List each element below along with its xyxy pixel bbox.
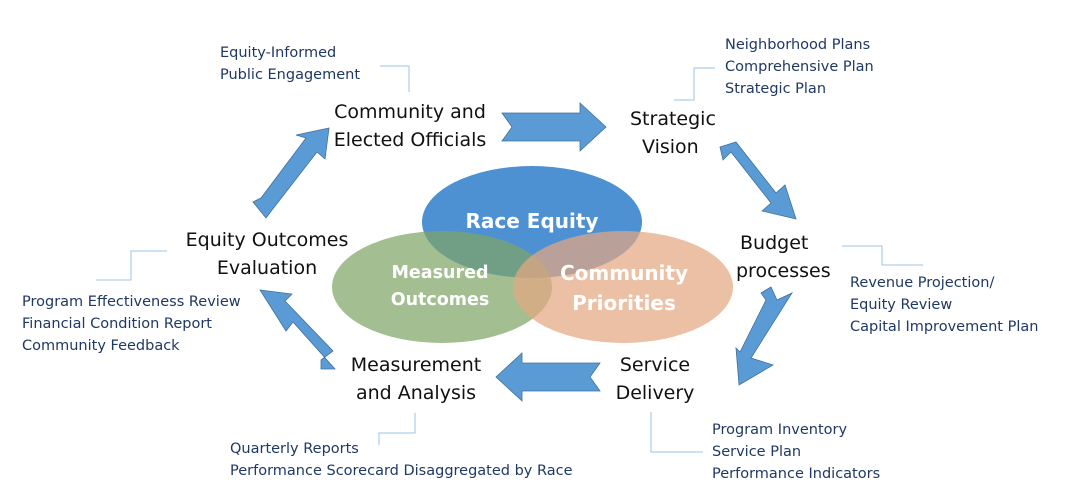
stage-line: Budget	[740, 232, 809, 254]
note-item: Community Feedback	[22, 338, 180, 354]
arrow-up-right-icon	[252, 127, 330, 219]
stage-line: Measurement	[350, 354, 482, 376]
connector-measurement	[378, 413, 416, 445]
note-item: Public Engagement	[220, 67, 361, 83]
arrow-left-icon	[495, 352, 601, 402]
connector-strategic	[674, 67, 715, 101]
note-measurement: Quarterly Reports Performance Scorecard …	[230, 438, 573, 482]
stage-community-and-elected-officials: Community and Elected Officials	[320, 98, 500, 154]
stage-line: Strategic	[630, 108, 716, 130]
note-item: Capital Improvement Plan	[850, 319, 1039, 335]
note-item: Equity Review	[850, 297, 953, 313]
note-item: Program Effectiveness Review	[22, 294, 241, 310]
community-priorities-label: Community Priorities	[544, 258, 704, 318]
community-priorities-line-2: Priorities	[572, 291, 676, 315]
stage-line: and Analysis	[355, 382, 477, 404]
measured-outcomes-label: Measured Outcomes	[368, 260, 512, 314]
stage-equity-outcomes-evaluation: Equity Outcomes Evaluation	[172, 226, 362, 282]
note-item: Financial Condition Report	[22, 316, 212, 332]
stage-line: Delivery	[615, 382, 695, 404]
note-service: Program Inventory Service Plan Performan…	[712, 419, 880, 485]
note-evaluation: Program Effectiveness Review Financial C…	[22, 291, 241, 357]
connector-budget	[842, 245, 923, 266]
note-item: Performance Indicators	[712, 466, 881, 482]
venn-diagram	[332, 166, 733, 343]
stage-line: processes	[736, 260, 831, 282]
note-item: Comprehensive Plan	[725, 59, 874, 75]
measured-outcomes-line-2: Outcomes	[390, 290, 490, 310]
note-item: Quarterly Reports	[230, 441, 359, 457]
arrow-down-left-icon	[735, 286, 794, 386]
note-item: Performance Scorecard Disaggregated by R…	[230, 463, 573, 479]
measured-outcomes-line-1: Measured	[391, 263, 489, 283]
note-item: Neighborhood Plans	[725, 37, 871, 53]
arrow-right-icon	[501, 102, 607, 152]
connector-service	[650, 412, 703, 453]
stage-line: Equity Outcomes	[185, 229, 349, 251]
stage-line: Vision	[642, 136, 699, 158]
note-item: Strategic Plan	[725, 81, 827, 97]
stage-budget-processes: Budget processes	[736, 229, 866, 285]
note-strategic: Neighborhood Plans Comprehensive Plan St…	[725, 34, 874, 100]
stage-strategic-vision: Strategic Vision	[630, 105, 740, 161]
stage-line: Elected Officials	[333, 129, 487, 151]
race-equity-label: Race Equity	[465, 209, 599, 233]
community-priorities-line-1: Community	[559, 261, 689, 285]
note-item: Program Inventory	[712, 422, 848, 438]
note-item: Revenue Projection/	[850, 275, 995, 291]
stage-service-delivery: Service Delivery	[600, 351, 710, 407]
note-item: Service Plan	[712, 444, 802, 460]
stage-line: Community and	[334, 101, 486, 123]
arrow-up-left-icon	[259, 289, 336, 370]
note-budget: Revenue Projection/ Equity Review Capita…	[850, 272, 1038, 338]
arrows	[252, 102, 797, 402]
arrow-down-right-icon	[719, 141, 797, 220]
connector-community	[380, 65, 410, 92]
measured-outcomes-ellipse	[332, 231, 552, 343]
stage-line: Evaluation	[216, 257, 318, 279]
stage-measurement-and-analysis: Measurement and Analysis	[336, 351, 496, 407]
connector-evaluation	[96, 250, 167, 281]
note-community: Equity-Informed Public Engagement	[220, 42, 360, 86]
connectors	[96, 65, 923, 453]
stage-line: Service	[619, 354, 691, 376]
community-priorities-ellipse	[513, 231, 733, 343]
note-item: Equity-Informed	[220, 45, 337, 61]
